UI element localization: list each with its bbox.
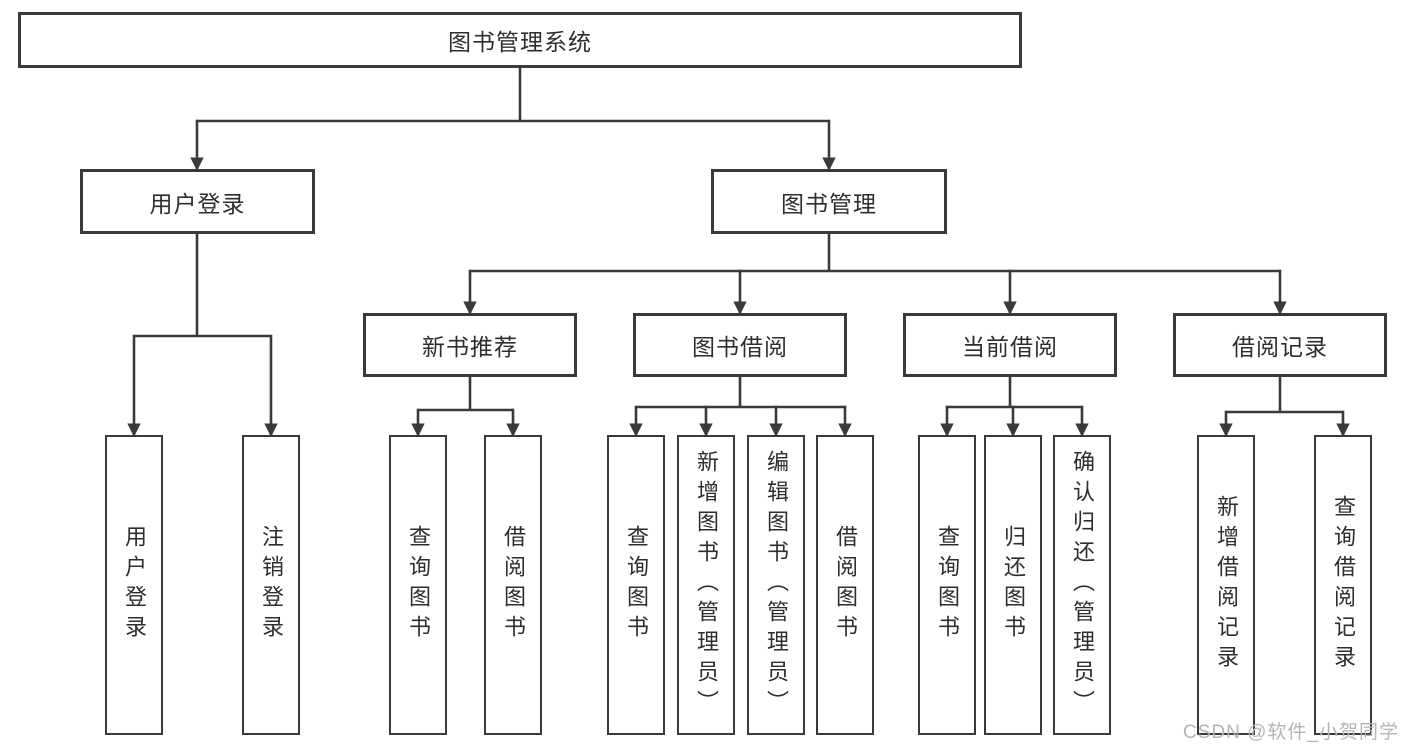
node-borrow-records: 借阅记录 [1173,313,1387,377]
connector-root [197,68,829,123]
node-root: 图书管理系统 [18,12,1022,68]
watermark: CSDN @软件_小贺同学 [1183,722,1399,743]
leaf-borrow-book-2: 借阅图书 [816,435,874,735]
connector-borrow-records [1226,377,1343,414]
node-label: 当前借阅 [962,334,1058,360]
node-user-login: 用户登录 [80,169,315,234]
node-label: 查询图书 [624,525,649,645]
node-label: 用户登录 [149,190,246,217]
leaf-edit-book-admin: 编辑图书（管理员） [747,435,805,735]
node-label: 用户登录 [122,525,147,645]
node-label: 确认归还（管理员） [1070,450,1095,720]
node-label: 归还图书 [1001,525,1026,645]
node-current-borrow: 当前借阅 [903,313,1117,377]
node-label: 查询图书 [935,525,960,645]
node-label: 借阅记录 [1232,334,1328,360]
node-label: 借阅图书 [833,525,858,645]
leaf-add-borrow-record: 新增借阅记录 [1197,435,1255,735]
node-label: 注销登录 [259,525,284,645]
node-book-borrow: 图书借阅 [633,313,847,377]
leaf-return-book: 归还图书 [984,435,1042,735]
node-label: 图书管理系统 [448,29,592,55]
node-label: 图书管理 [781,190,877,217]
leaf-confirm-return-admin: 确认归还（管理员） [1053,435,1111,735]
node-label: 编辑图书（管理员） [764,450,789,720]
connector-book-management [470,234,1280,273]
leaf-user-login: 用户登录 [105,435,163,735]
node-label: 查询借阅记录 [1331,495,1356,675]
node-label: 查询图书 [406,525,431,645]
node-book-management: 图书管理 [711,169,947,234]
connector-current-borrow [947,377,1082,409]
leaf-query-book-1: 查询图书 [389,435,447,735]
node-label: 新增借阅记录 [1214,495,1239,675]
connector-user-login [134,234,271,338]
connector-book-borrow [636,377,845,409]
leaf-query-book-2: 查询图书 [607,435,665,735]
connector-new-book-recommend [418,377,513,412]
leaf-logout: 注销登录 [242,435,300,735]
leaf-query-book-3: 查询图书 [918,435,976,735]
node-label: 图书借阅 [692,334,788,360]
node-label: 借阅图书 [501,525,526,645]
leaf-add-book-admin: 新增图书（管理员） [677,435,735,735]
node-label: 新书推荐 [422,334,518,360]
leaf-query-borrow-record: 查询借阅记录 [1314,435,1372,735]
node-label: 新增图书（管理员） [694,450,719,720]
node-new-book-recommend: 新书推荐 [363,313,577,377]
leaf-borrow-book-1: 借阅图书 [484,435,542,735]
